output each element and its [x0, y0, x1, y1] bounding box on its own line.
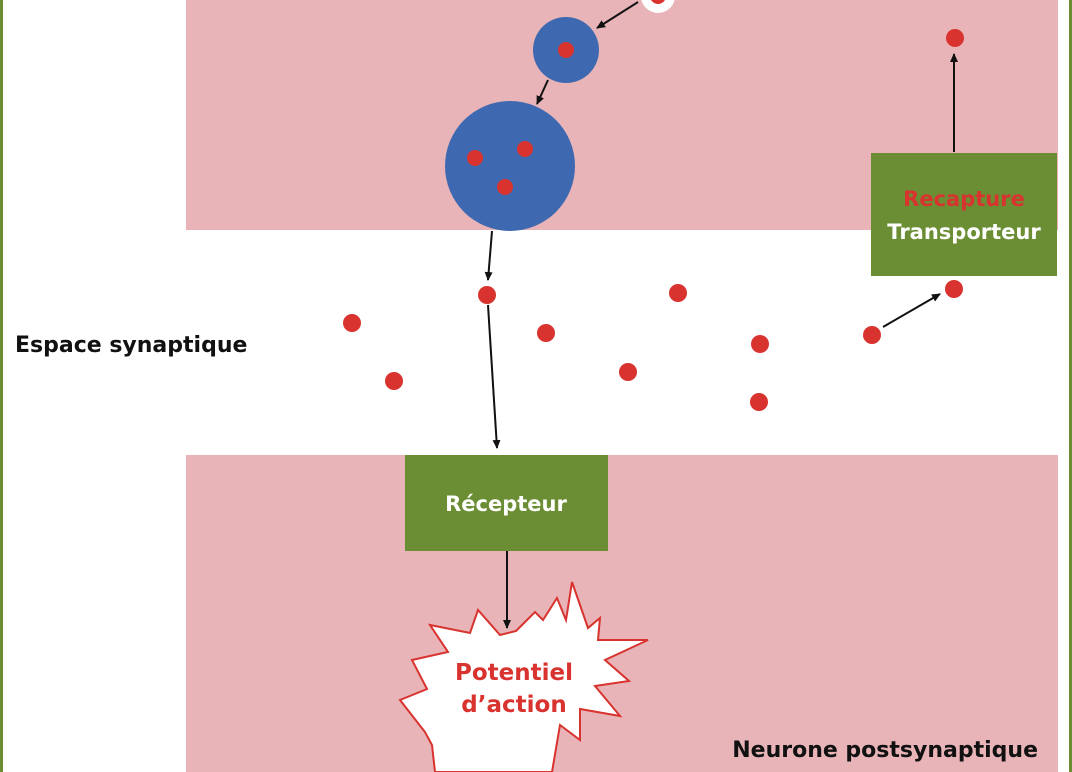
- postsynaptic-neuron-label: Neurone postsynaptique: [732, 738, 1038, 763]
- action-potential-line1: Potentiel: [455, 660, 573, 686]
- vesicle-forming: [641, 0, 675, 13]
- neurotransmitter: [537, 324, 555, 342]
- neurotransmitter: [343, 314, 361, 332]
- reuptake-label: Recapture: [903, 187, 1025, 211]
- neurotransmitter: [750, 393, 768, 411]
- vesicle-large: [445, 101, 575, 231]
- arrow-to-receptor: [487, 304, 501, 449]
- arrow-to-transporter: [882, 293, 941, 328]
- neurotransmitter: [619, 363, 637, 381]
- neurotransmitter: [946, 29, 964, 47]
- arrow-vesicle-growth: [536, 79, 549, 105]
- neurotransmitter: [751, 335, 769, 353]
- vesicle-forming-dot: [651, 0, 665, 4]
- transporter-box: [871, 153, 1057, 276]
- neurotransmitter: [385, 372, 403, 390]
- neurotransmitter: [863, 326, 881, 344]
- neurotransmitter: [467, 150, 483, 166]
- neurotransmitter: [945, 280, 963, 298]
- neurotransmitter: [558, 42, 574, 58]
- neurotransmitter: [478, 286, 496, 304]
- transporter-label: Transporteur: [887, 220, 1041, 244]
- receptor-box: [405, 455, 608, 551]
- arrow-vesicle-formation: [596, 1, 639, 29]
- arrow-release: [484, 230, 493, 281]
- action-potential-line2: d’action: [461, 692, 566, 718]
- neurotransmitter: [497, 179, 513, 195]
- neurotransmitter: [517, 141, 533, 157]
- action-potential-burst: [398, 581, 649, 772]
- postsynaptic-neuron: [186, 455, 1058, 772]
- receptor-label: Récepteur: [445, 492, 567, 516]
- neurotransmitter: [669, 284, 687, 302]
- synaptic-space-label: Espace synaptique: [15, 333, 247, 358]
